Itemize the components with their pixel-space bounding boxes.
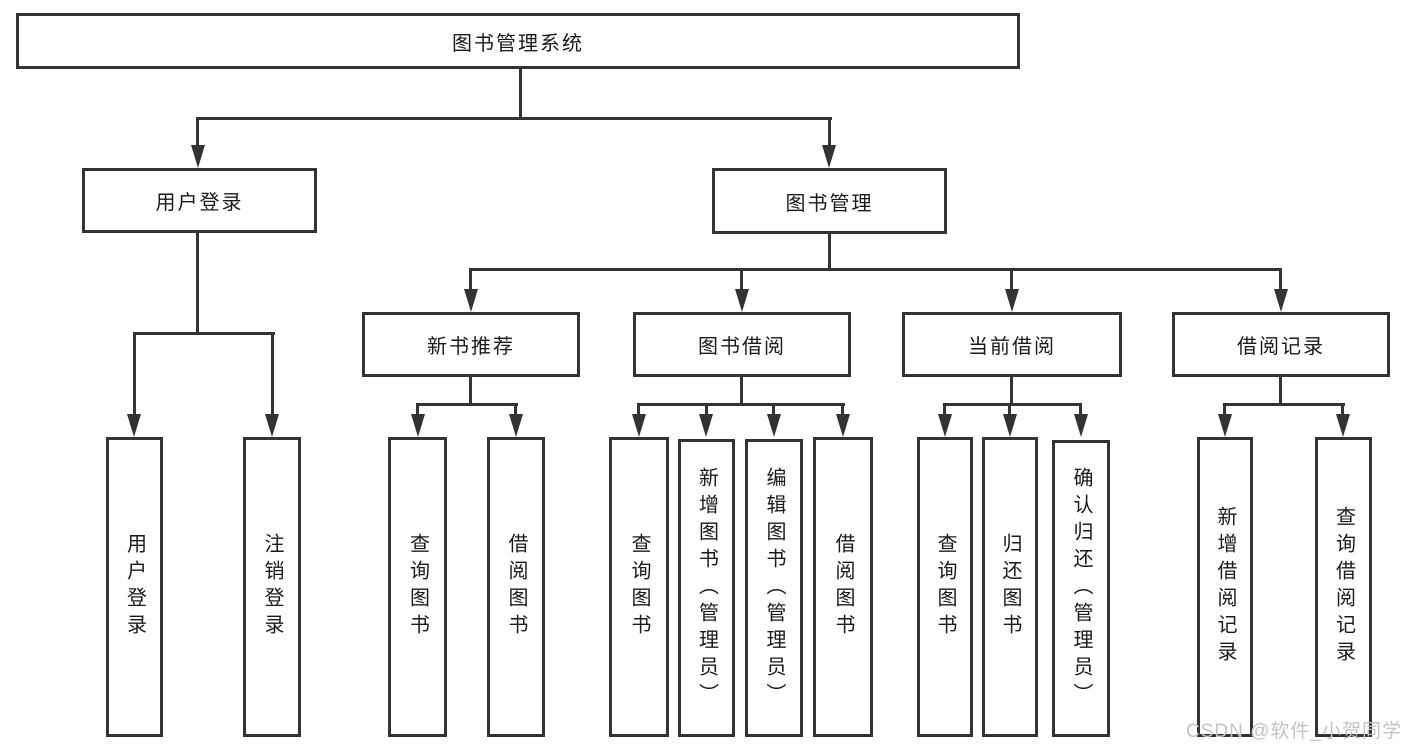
node-label: 新增借阅记录 xyxy=(1214,506,1236,668)
connector-recommend-branch xyxy=(416,403,518,406)
connector-records-drop xyxy=(1279,377,1282,406)
arrowhead-borrow-records xyxy=(1274,289,1288,312)
node-book-management: 图书管理 xyxy=(712,168,947,234)
node-label: 查询图书 xyxy=(406,533,429,641)
connector-stem-recommend-query xyxy=(416,403,419,416)
leaf-current-query-books: 查询图书 xyxy=(917,437,973,737)
arrowhead-recommend-query xyxy=(411,414,425,437)
arrowhead-book-borrow xyxy=(735,289,749,312)
node-label: 借阅记录 xyxy=(1237,336,1325,358)
leaf-recommend-borrow-books: 借阅图书 xyxy=(487,437,545,737)
leaf-records-add-record: 新增借阅记录 xyxy=(1197,437,1253,737)
connector-stem-current-return xyxy=(1008,403,1011,416)
connector-stem-current-borrow xyxy=(1010,268,1013,292)
leaf-borrow-add-books-admin: 新增图书（管理员） xyxy=(678,439,735,737)
node-label: 编辑图书（管理员） xyxy=(763,466,785,710)
node-label: 用户登录 xyxy=(123,533,146,641)
connector-root-drop xyxy=(519,69,522,120)
node-label: 图书借阅 xyxy=(698,336,786,358)
arrowhead-current-confirm xyxy=(1074,414,1088,437)
connector-current-branch xyxy=(943,403,1082,406)
leaf-borrow-edit-books-admin: 编辑图书（管理员） xyxy=(745,439,803,737)
leaf-borrow-borrow-books: 借阅图书 xyxy=(813,437,873,737)
node-book-borrow: 图书借阅 xyxy=(633,312,851,377)
arrowhead-current-borrow xyxy=(1005,289,1019,312)
connector-stem-recommend-borrow xyxy=(514,403,517,416)
connector-stem-book-borrow xyxy=(740,268,743,292)
arrowhead-leaf-user-login xyxy=(127,414,141,437)
leaf-user-login: 用户登录 xyxy=(106,437,163,737)
connector-stem-new-book-recommend xyxy=(469,268,472,292)
node-label: 用户登录 xyxy=(155,192,244,214)
arrowhead-records-query xyxy=(1336,414,1350,437)
connector-stem-borrow-edit xyxy=(772,403,775,416)
node-user-login: 用户登录 xyxy=(82,168,317,233)
leaf-current-return-books: 归还图书 xyxy=(982,437,1038,737)
connector-stem-borrow-add xyxy=(705,403,708,416)
arrowhead-recommend-borrow xyxy=(509,414,523,437)
arrowhead-leaf-logout xyxy=(265,414,279,437)
connector-level2-branch xyxy=(196,117,832,120)
connector-borrow-branch xyxy=(637,403,845,406)
leaf-records-query-record: 查询借阅记录 xyxy=(1315,437,1372,737)
connector-book-management-drop xyxy=(828,234,831,271)
connector-stem-records-query xyxy=(1341,403,1344,416)
connector-user-login-branch xyxy=(133,332,275,335)
connector-stem-leaf-user-login xyxy=(133,332,136,417)
node-root-library-system: 图书管理系统 xyxy=(16,13,1020,69)
node-label: 查询图书 xyxy=(934,533,956,641)
node-label: 查询图书 xyxy=(628,533,650,641)
connector-stem-user-login xyxy=(196,117,199,148)
leaf-borrow-query-books: 查询图书 xyxy=(609,437,669,737)
node-label: 借阅图书 xyxy=(505,533,527,641)
arrowhead-user-login xyxy=(191,145,205,168)
connector-current-drop xyxy=(1010,377,1013,406)
node-label: 新增图书（管理员） xyxy=(695,466,718,710)
leaf-logout: 注销登录 xyxy=(243,437,301,737)
arrowhead-borrow-borrow xyxy=(836,414,850,437)
connector-recommend-drop xyxy=(469,377,472,406)
node-label: 当前借阅 xyxy=(968,336,1056,358)
arrowhead-records-add xyxy=(1218,414,1232,437)
connector-stem-borrow-borrow xyxy=(841,403,844,416)
node-label: 图书管理 xyxy=(785,192,874,215)
arrowhead-current-query xyxy=(938,414,952,437)
connector-stem-records-add xyxy=(1223,403,1226,416)
node-label: 图书管理系统 xyxy=(452,32,584,55)
arrowhead-borrow-query xyxy=(632,414,646,437)
node-current-borrow: 当前借阅 xyxy=(902,312,1122,377)
arrowhead-book-management xyxy=(822,145,836,168)
arrowhead-current-return xyxy=(1003,414,1017,437)
leaf-current-confirm-return-admin: 确认归还（管理员） xyxy=(1052,440,1110,737)
node-label: 查询借阅记录 xyxy=(1332,506,1355,668)
connector-stem-current-query xyxy=(943,403,946,416)
arrowhead-borrow-edit xyxy=(767,414,781,437)
arrowhead-new-book-recommend xyxy=(464,289,478,312)
leaf-recommend-query-books: 查询图书 xyxy=(388,437,447,737)
arrowhead-borrow-add xyxy=(699,414,713,437)
node-label: 确认归还（管理员） xyxy=(1070,467,1092,710)
connector-borrow-drop xyxy=(740,377,743,406)
node-label: 归还图书 xyxy=(999,533,1021,641)
connector-user-login-drop xyxy=(196,233,199,335)
connector-stem-leaf-logout xyxy=(271,332,274,417)
node-borrow-records: 借阅记录 xyxy=(1172,312,1390,377)
connector-stem-book-management xyxy=(828,117,831,148)
connector-stem-borrow-records xyxy=(1279,268,1282,292)
connector-records-branch xyxy=(1223,403,1345,406)
csdn-watermark: CSDN @软件_小贺同学 xyxy=(1186,721,1402,742)
node-label: 新书推荐 xyxy=(427,336,515,358)
connector-level3-branch xyxy=(469,268,1282,271)
node-label: 借阅图书 xyxy=(832,533,854,641)
node-new-book-recommend: 新书推荐 xyxy=(362,312,580,377)
node-label: 注销登录 xyxy=(261,533,283,641)
connector-stem-current-confirm xyxy=(1079,403,1082,416)
connector-stem-borrow-query xyxy=(637,403,640,416)
